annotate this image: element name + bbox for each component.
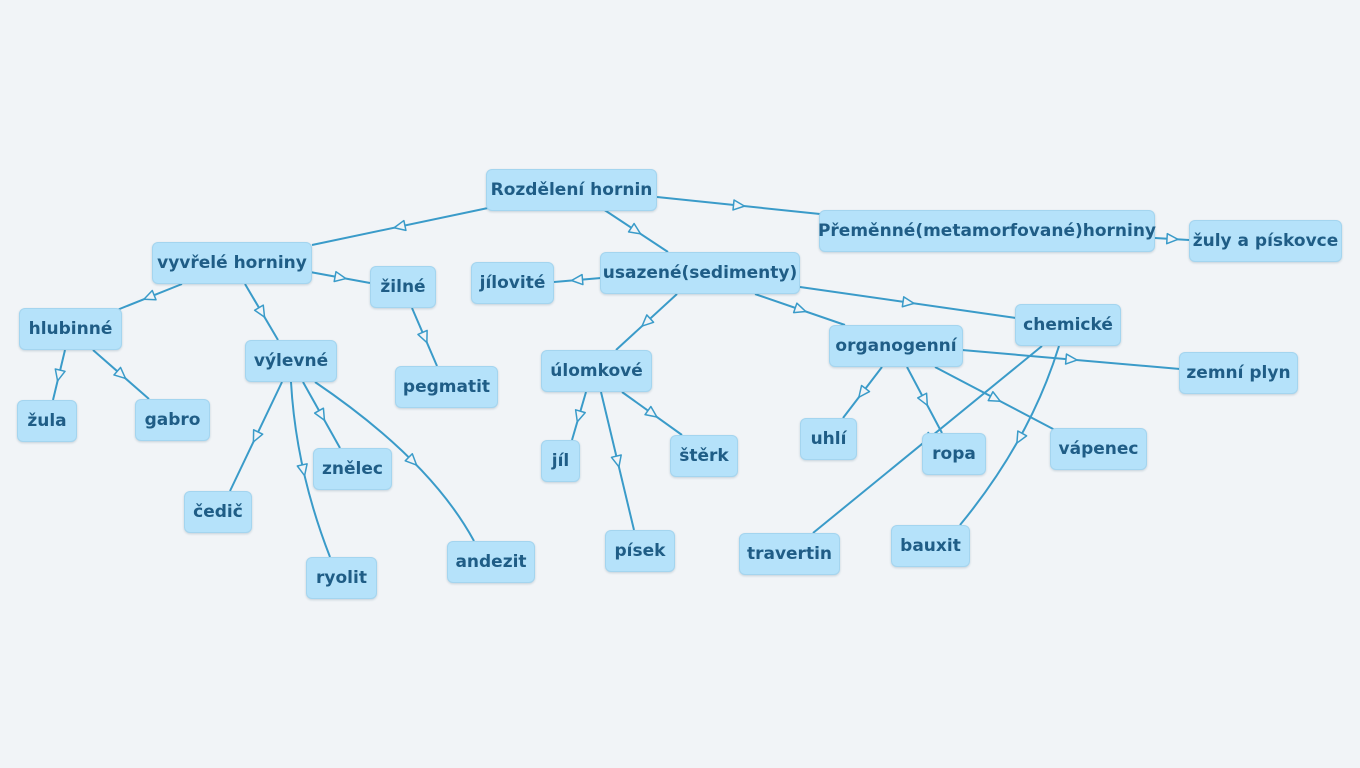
- node-label: hlubinné: [28, 319, 113, 339]
- node-label: žula: [27, 411, 67, 431]
- node-hlubinne[interactable]: hlubinné: [19, 308, 122, 350]
- arrowhead-icon: [1064, 353, 1078, 365]
- node-label: výlevné: [253, 351, 329, 371]
- arrowhead-icon: [404, 452, 418, 466]
- node-label: úlomkové: [550, 361, 643, 381]
- node-jilovite[interactable]: jílovité: [471, 262, 554, 304]
- node-label: žuly a pískovce: [1192, 231, 1339, 251]
- arrowhead-icon: [113, 366, 127, 380]
- arrowhead-icon: [393, 219, 407, 232]
- node-rozdeleni-hornin[interactable]: Rozdělení hornin: [486, 169, 657, 211]
- node-label: Přeměnné(metamorfované)horniny: [817, 221, 1157, 241]
- arrowhead-icon: [574, 409, 586, 423]
- node-label: gabro: [144, 410, 201, 430]
- node-uhli[interactable]: uhlí: [800, 418, 857, 460]
- node-znelec[interactable]: znělec: [313, 448, 392, 490]
- node-label: jíl: [551, 451, 570, 471]
- node-bauxit[interactable]: bauxit: [891, 525, 970, 567]
- node-vapenec[interactable]: vápenec: [1050, 428, 1147, 470]
- arrowhead-icon: [641, 314, 655, 327]
- node-label: jílovité: [479, 273, 546, 293]
- node-andezit[interactable]: andezit: [447, 541, 535, 583]
- node-label: usazené(sedimenty): [602, 263, 798, 283]
- node-label: pegmatit: [402, 377, 491, 397]
- node-label: písek: [614, 541, 666, 561]
- node-sterk[interactable]: štěrk: [670, 435, 738, 477]
- node-ropa[interactable]: ropa: [922, 433, 986, 475]
- node-label: Rozdělení hornin: [490, 180, 653, 200]
- arrowhead-icon: [732, 199, 746, 211]
- node-zemni-plyn[interactable]: zemní plyn: [1179, 352, 1298, 394]
- arrowhead-icon: [644, 405, 658, 418]
- arrowhead-icon: [627, 222, 642, 235]
- node-label: ryolit: [316, 568, 367, 588]
- node-premenene-horniny[interactable]: Přeměnné(metamorfované)horniny: [817, 210, 1157, 252]
- node-chemicke[interactable]: chemické: [1015, 304, 1121, 346]
- arrowhead-icon: [252, 429, 264, 443]
- node-label: vyvřelé horniny: [157, 253, 307, 273]
- node-label: znělec: [322, 459, 383, 479]
- node-pisek[interactable]: písek: [605, 530, 675, 572]
- node-label: štěrk: [679, 446, 729, 466]
- arrowhead-icon: [54, 368, 66, 382]
- node-label: ropa: [932, 444, 976, 464]
- arrowhead-icon: [313, 407, 326, 421]
- node-gabro[interactable]: gabro: [135, 399, 210, 441]
- node-cedic[interactable]: čedič: [184, 491, 252, 533]
- arrowhead-icon: [296, 463, 308, 477]
- node-label: andezit: [455, 552, 527, 572]
- arrowhead-icon: [570, 273, 584, 286]
- arrowhead-icon: [253, 304, 266, 318]
- node-ulomkove[interactable]: úlomkové: [541, 350, 652, 392]
- node-organogenni[interactable]: organogenní: [829, 325, 963, 367]
- arrowhead-icon: [987, 390, 1002, 403]
- node-label: vápenec: [1058, 439, 1139, 459]
- node-label: zemní plyn: [1186, 363, 1291, 383]
- arrowhead-icon: [417, 329, 428, 344]
- arrowhead-icon: [1165, 232, 1179, 245]
- arrowhead-icon: [1016, 430, 1028, 444]
- node-label: chemické: [1023, 315, 1113, 335]
- arrowhead-icon: [916, 392, 929, 407]
- node-usazene-sedimenty[interactable]: usazené(sedimenty): [600, 252, 800, 294]
- node-zilne[interactable]: žilné: [370, 266, 436, 308]
- node-jil[interactable]: jíl: [541, 440, 580, 482]
- arrowhead-icon: [333, 270, 347, 283]
- arrowhead-icon: [901, 296, 915, 308]
- node-label: žilné: [380, 277, 426, 297]
- arrowhead-icon: [610, 454, 622, 468]
- node-label: čedič: [193, 502, 243, 522]
- node-label: bauxit: [900, 536, 961, 556]
- node-ryolit[interactable]: ryolit: [306, 557, 377, 599]
- arrowhead-icon: [858, 384, 871, 399]
- node-vylevne[interactable]: výlevné: [245, 340, 337, 382]
- node-pegmatit[interactable]: pegmatit: [395, 366, 498, 408]
- node-label: uhlí: [810, 429, 847, 449]
- arrowhead-icon: [143, 289, 157, 301]
- node-travertin[interactable]: travertin: [739, 533, 840, 575]
- node-zula[interactable]: žula: [17, 400, 77, 442]
- arrowhead-icon: [792, 302, 807, 314]
- node-zuly-a-piskovce[interactable]: žuly a pískovce: [1189, 220, 1342, 262]
- node-vyvrele-horniny[interactable]: vyvřelé horniny: [152, 242, 312, 284]
- node-label: organogenní: [835, 336, 957, 356]
- node-label: travertin: [746, 544, 833, 564]
